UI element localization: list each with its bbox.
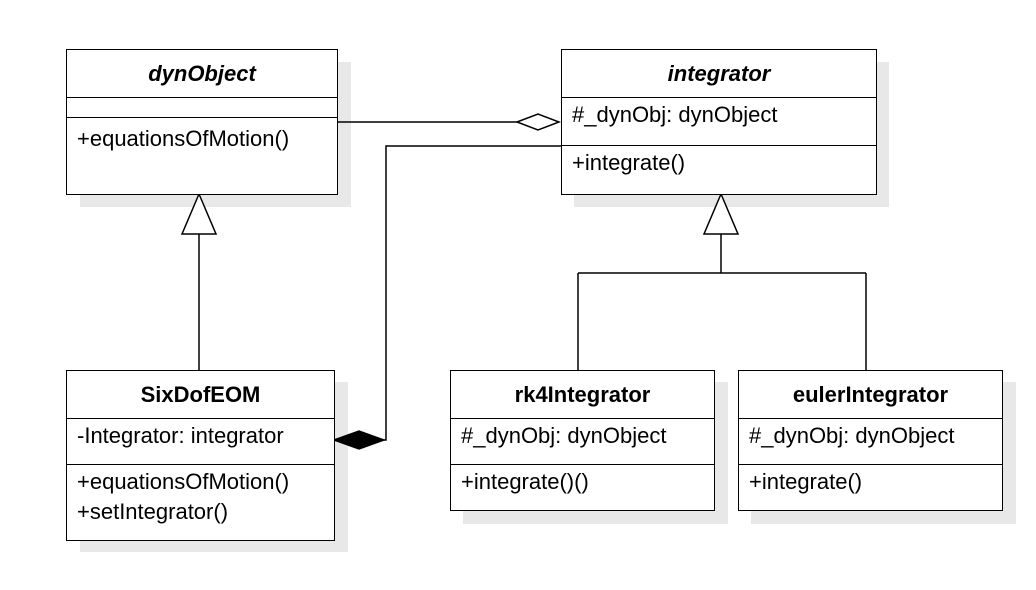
class-name: SixDofEOM — [67, 371, 334, 419]
attributes-compartment — [67, 98, 337, 118]
operations-compartment: +equationsOfMotion() — [67, 118, 337, 160]
composition-sixdofeom-integrator — [331, 145, 561, 450]
attribute: #_dynObj: dynObject — [749, 423, 955, 448]
operations-compartment: +integrate() — [739, 465, 1002, 503]
operation: +integrate() — [749, 469, 863, 494]
attributes-compartment: -Integrator: integrator — [67, 419, 334, 465]
generalization-sixdofeom-to-dynobject — [180, 192, 218, 370]
operation: +equationsOfMotion() — [77, 126, 290, 151]
class-name: dynObject — [67, 50, 337, 98]
class-eulerintegrator[interactable]: eulerIntegrator #_dynObj: dynObject +int… — [738, 370, 1003, 511]
class-sixdofeom[interactable]: SixDofEOM -Integrator: integrator +equat… — [66, 370, 335, 541]
operation: +equationsOfMotion() — [77, 469, 290, 494]
operation: +integrate() — [572, 150, 686, 175]
operation: +integrate()() — [461, 469, 589, 494]
operation: +setIntegrator() — [77, 499, 229, 524]
class-rk4integrator[interactable]: rk4Integrator #_dynObj: dynObject +integ… — [450, 370, 715, 511]
attribute: #_dynObj: dynObject — [461, 423, 667, 448]
attributes-compartment: #_dynObj: dynObject — [451, 419, 714, 465]
operations-compartment: +equationsOfMotion() +setIntegrator() — [67, 465, 334, 533]
aggregation-integrator-dynobject — [337, 113, 562, 131]
attribute: #_dynObj: dynObject — [572, 102, 778, 127]
generalization-implementations-to-integrator — [577, 192, 867, 370]
operations-compartment: +integrate() — [562, 146, 876, 184]
class-dynobject[interactable]: dynObject +equationsOfMotion() — [66, 49, 338, 195]
attributes-compartment: #_dynObj: dynObject — [739, 419, 1002, 465]
class-name: eulerIntegrator — [739, 371, 1002, 419]
operations-compartment: +integrate()() — [451, 465, 714, 503]
attributes-compartment: #_dynObj: dynObject — [562, 98, 876, 146]
class-integrator[interactable]: integrator #_dynObj: dynObject +integrat… — [561, 49, 877, 195]
class-name: integrator — [562, 50, 876, 98]
attribute: -Integrator: integrator — [77, 423, 284, 448]
class-name: rk4Integrator — [451, 371, 714, 419]
